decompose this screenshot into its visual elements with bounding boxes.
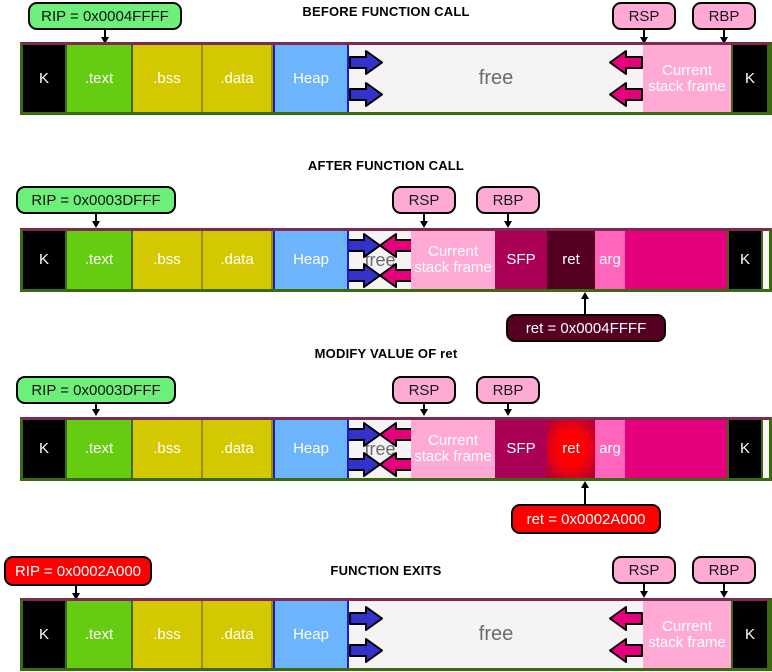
segment-text: .text (65, 45, 133, 112)
rip-arrow-modify (89, 404, 103, 416)
segment-free-label: free (478, 67, 514, 89)
segment-bss: .bss (133, 231, 203, 289)
segment-heap: Heap (273, 420, 349, 478)
segment-kernel-right: K (727, 231, 763, 289)
segment-free: free (349, 45, 643, 112)
rsp-box-before: RSP (612, 2, 676, 30)
segment-free-label: free (364, 438, 396, 459)
segment-free-label: free (478, 623, 514, 645)
segment-text: .text (65, 601, 133, 668)
rip-box-before: RIP = 0x0004FFFF (28, 2, 182, 30)
segment-text: .text (65, 231, 133, 289)
segment-heap: Heap (273, 231, 349, 289)
rip-box-exit: RIP = 0x0002A000 (4, 556, 152, 586)
ret-value-box-modify: ret = 0x0002A000 (511, 504, 661, 534)
segment-free: free (349, 601, 643, 668)
stack-grow-arrow-lower (379, 452, 411, 477)
rsp-arrow-exit (637, 584, 651, 598)
section-title-after-function-call: AFTER FUNCTION CALL (307, 158, 465, 173)
rbp-arrow-exit (717, 584, 731, 598)
section-title-before-function-call: BEFORE FUNCTION CALL (302, 4, 470, 19)
rip-arrow-exit (69, 586, 83, 600)
rip-arrow-before (98, 30, 112, 44)
segment-sfp: SFP (495, 231, 547, 289)
segment-free: free (349, 231, 411, 289)
heap-grow-arrow-lower (349, 82, 383, 107)
segment-ret: ret (547, 231, 595, 289)
segment-current-stack-frame: Current stack frame (643, 45, 731, 112)
stack-grow-arrow-upper (379, 233, 411, 258)
segment-current-stack-frame: Current stack frame (643, 601, 731, 668)
segment-kernel-left: K (23, 601, 65, 668)
segment-arg: arg (595, 231, 625, 289)
rbp-box-after: RBP (476, 186, 540, 214)
stack-grow-arrow-upper (609, 606, 643, 631)
segment-kernel-left: K (23, 420, 65, 478)
memory-bar-after: K .text .bss .data Heap free Current sta… (20, 228, 772, 292)
segment-free: free (349, 420, 411, 478)
rbp-arrow-before (717, 30, 731, 44)
rbp-box-modify: RBP (476, 376, 540, 404)
heap-grow-arrow-upper (349, 422, 381, 447)
heap-grow-arrow-upper (349, 233, 381, 258)
ret-value-box-after: ret = 0x0004FFFF (506, 314, 666, 342)
segment-kernel-right: K (727, 420, 763, 478)
segment-current-stack-frame: Current stack frame (411, 231, 495, 289)
rbp-arrow-after (501, 214, 515, 228)
stack-grow-arrow-lower (609, 82, 643, 107)
rip-arrow-after (89, 214, 103, 228)
rip-box-modify: RIP = 0x0003DFFF (16, 376, 176, 404)
rsp-box-modify: RSP (392, 376, 456, 404)
heap-grow-arrow-lower (349, 452, 381, 477)
segment-heap: Heap (273, 45, 349, 112)
segment-bss: .bss (133, 45, 203, 112)
memory-bar-before: K .text .bss .data Heap free Current sta… (20, 42, 772, 115)
segment-arg: arg (595, 420, 625, 478)
memory-bar-exit: K .text .bss .data Heap free Current sta… (20, 598, 772, 671)
segment-bss: .bss (133, 420, 203, 478)
heap-grow-arrow-lower (349, 638, 383, 663)
heap-grow-arrow-upper (349, 606, 383, 631)
rbp-arrow-modify (501, 404, 515, 416)
segment-data: .data (203, 601, 273, 668)
heap-grow-arrow-upper (349, 50, 383, 75)
rsp-box-after: RSP (392, 186, 456, 214)
rsp-arrow-modify (417, 404, 431, 416)
stack-grow-arrow-upper (609, 50, 643, 75)
segment-text: .text (65, 420, 133, 478)
stack-grow-arrow-lower (609, 638, 643, 663)
rbp-box-before: RBP (692, 2, 756, 30)
ret-note-arrow-modify (578, 481, 592, 507)
rsp-arrow-before (637, 30, 651, 44)
memory-bar-modify: K .text .bss .data Heap free Current sta… (20, 417, 772, 481)
segment-stack-fill (625, 231, 727, 289)
segment-stack-fill (625, 420, 727, 478)
rsp-arrow-after (417, 214, 431, 228)
segment-free-label: free (364, 249, 396, 270)
section-title-function-exits: FUNCTION EXITS (330, 563, 442, 578)
segment-current-stack-frame: Current stack frame (411, 420, 495, 478)
segment-data: .data (203, 45, 273, 112)
section-title-modify-value-of-ret: MODIFY VALUE OF ret (314, 346, 458, 361)
segment-bss: .bss (133, 601, 203, 668)
stack-grow-arrow-lower (379, 263, 411, 288)
segment-data: .data (203, 420, 273, 478)
segment-kernel-left: K (23, 231, 65, 289)
segment-ret-modified: ret (547, 420, 595, 478)
heap-grow-arrow-lower (349, 263, 381, 288)
segment-sfp: SFP (495, 420, 547, 478)
rip-box-after: RIP = 0x0003DFFF (16, 186, 176, 214)
stack-grow-arrow-upper (379, 422, 411, 447)
segment-data: .data (203, 231, 273, 289)
rsp-box-exit: RSP (612, 556, 676, 584)
rbp-box-exit: RBP (692, 556, 756, 584)
segment-heap: Heap (273, 601, 349, 668)
segment-kernel-left: K (23, 45, 65, 112)
segment-kernel-right: K (731, 45, 769, 112)
segment-kernel-right: K (731, 601, 769, 668)
